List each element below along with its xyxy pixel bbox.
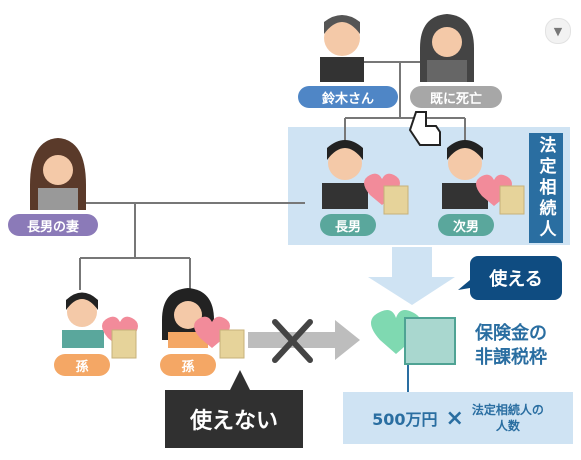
deceased-wife-avatar [420,14,474,82]
suzuki-tag: 鈴木さん [298,86,398,108]
heart-money-second-son [476,174,525,215]
formula-count-line2: 人数 [495,419,520,433]
second-son-tag: 次男 [438,214,494,236]
formula-count: 法定相続人の 人数 [472,402,544,434]
uses-bubble: 使える [470,256,562,300]
formula-amount: 500万円 [372,410,438,429]
deceased-wife-tag: 既に死亡 [410,86,502,108]
eldest-son-avatar [322,140,368,209]
insurance-nontaxable-label: 保険金の 非課税枠 [475,322,547,370]
cannot-use-box: 使えない [165,390,303,448]
formula-box: 500万円 × 法定相続人の 人数 [343,392,573,444]
hand-pointer-icon [408,111,441,146]
heart-money-eldest-son [364,173,409,215]
eldest-son-tag: 長男 [320,214,376,236]
eldest-sons-wife-tag: 長男の妻 [8,214,98,236]
suzuki-avatar [320,15,364,82]
formula-count-line1: 法定相続人の [471,403,544,417]
insurance-label-line2: 非課税枠 [475,347,547,368]
granddaughter-tag: 孫 [160,354,216,376]
formula-times: × [445,405,464,431]
heart-money-grandson [102,316,138,359]
legal-heirs-label: 法定相続人 [529,133,563,243]
grandson-tag: 孫 [54,354,110,376]
insurance-label-line1: 保険金の [475,323,547,344]
insurance-heart-money-icon [371,310,456,365]
chevron-down-icon[interactable]: ▼ [545,18,571,44]
heart-money-granddaughter [194,316,245,359]
eldest-sons-wife-avatar [30,138,86,210]
grandson-avatar [62,292,104,348]
second-son-avatar [442,140,488,209]
